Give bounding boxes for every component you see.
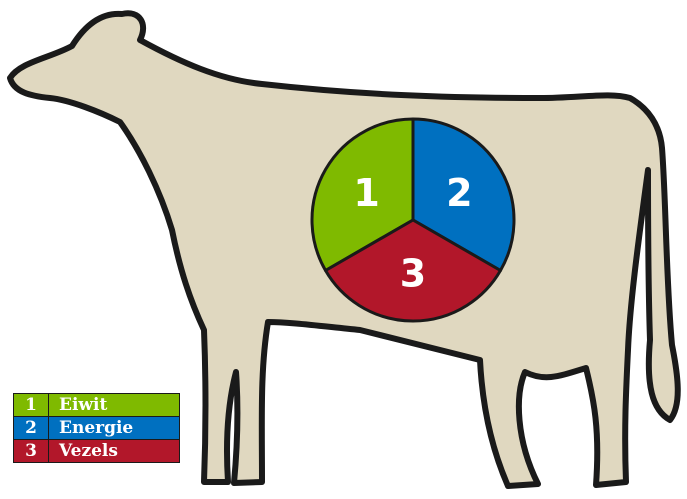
pie-segment-number: 3 [400, 252, 426, 296]
legend-number: 3 [13, 439, 49, 463]
legend-label: Vezels [48, 439, 180, 463]
nutrient-pie-chart: 1 23 [310, 117, 516, 323]
legend: 1 Eiwit 2 Energie 3 Vezels [13, 393, 180, 463]
pie-segment-number: 2 [446, 171, 472, 215]
legend-row-vezels: 3 Vezels [13, 439, 180, 463]
legend-label: Eiwit [48, 393, 180, 417]
pie-segment-energie [411, 117, 516, 272]
legend-row-eiwit: 1 Eiwit [13, 393, 180, 417]
legend-number: 1 [13, 393, 49, 417]
legend-label: Energie [48, 416, 180, 440]
pie-segment-eiwit [310, 117, 415, 272]
legend-number: 2 [13, 416, 49, 440]
pie-segment-number: 1 [353, 171, 379, 215]
pie-segment-vezels [324, 218, 502, 323]
legend-row-energie: 2 Energie [13, 416, 180, 440]
